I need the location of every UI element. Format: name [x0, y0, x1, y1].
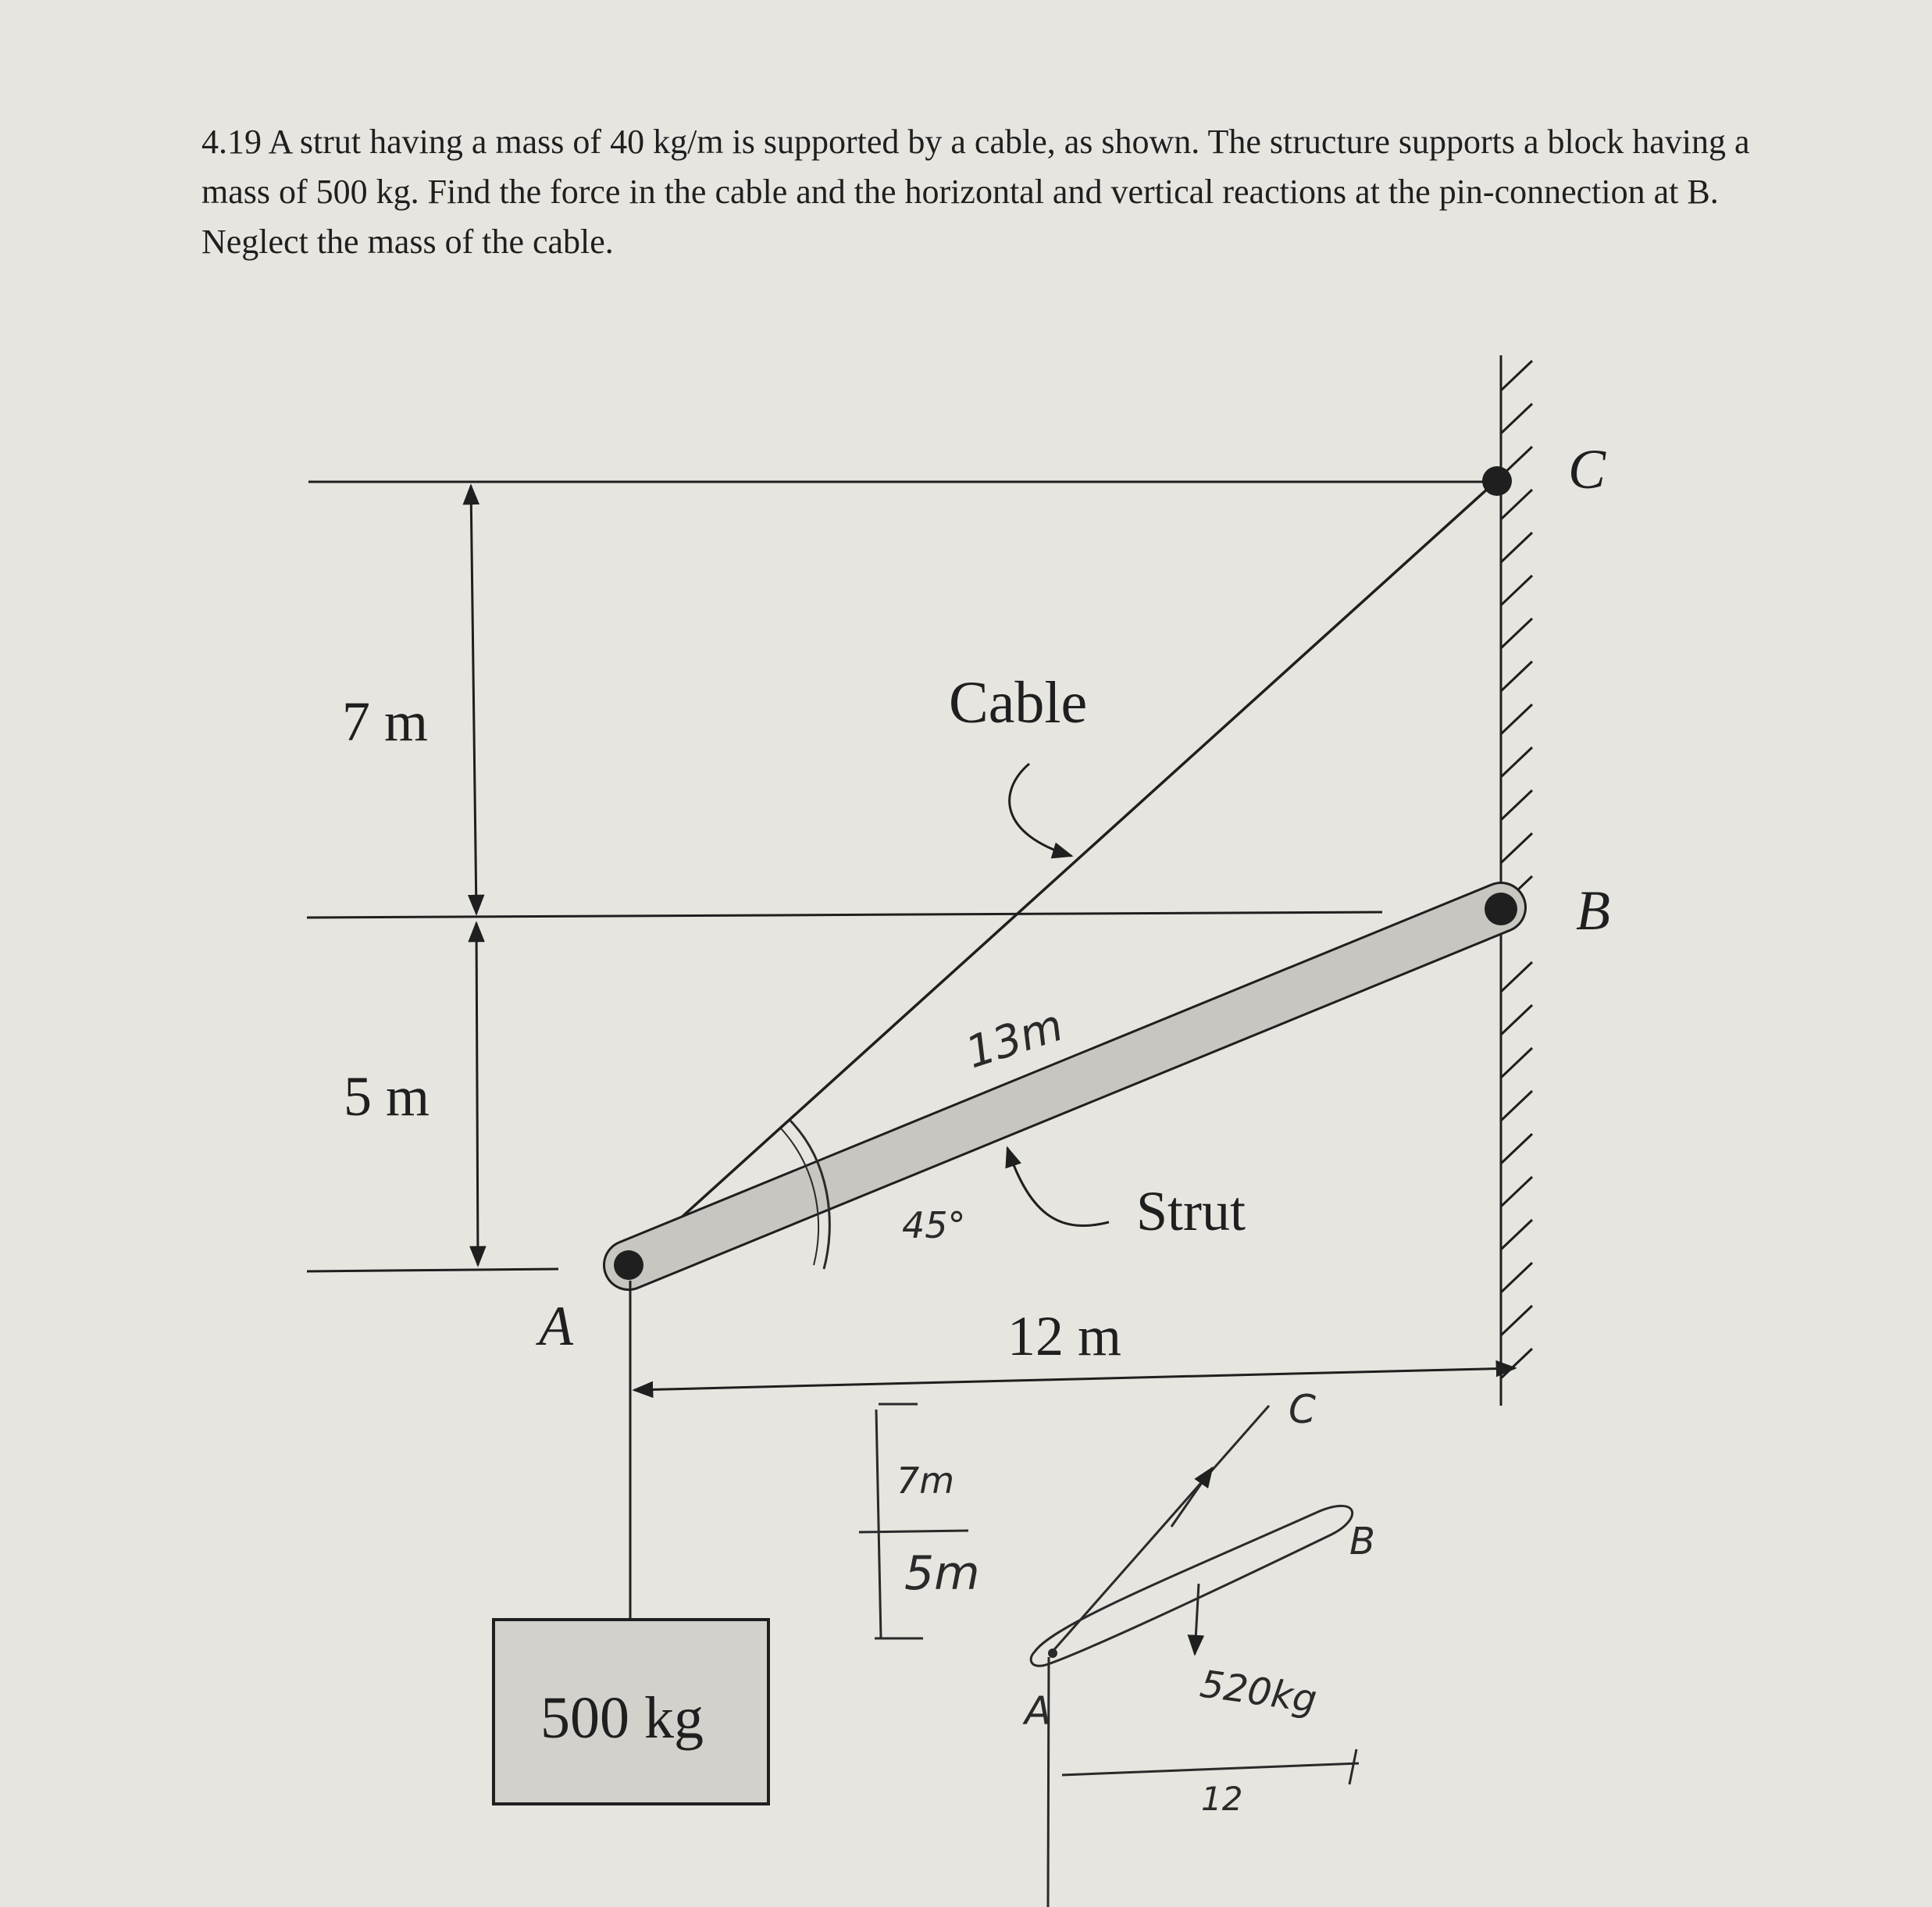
pin-a	[614, 1250, 643, 1280]
dimension-arrow-5m	[468, 921, 487, 1267]
hand-bracket	[858, 1403, 969, 1640]
angle-arc	[789, 1119, 831, 1270]
label-point-c: C	[1568, 438, 1606, 501]
cable-leader	[1008, 762, 1074, 859]
fbd-length-tick	[1348, 1748, 1358, 1785]
reference-line-bottom	[306, 1267, 559, 1273]
reference-line-middle	[306, 911, 1383, 919]
hand-dim-5m: 5m	[904, 1546, 980, 1601]
fbd-tension-arrow	[1170, 1466, 1214, 1527]
dimension-arrow-12m	[632, 1360, 1517, 1399]
angle-arc-2	[780, 1128, 820, 1266]
block-500kg	[492, 1618, 770, 1805]
hand-fbd-b: B	[1349, 1520, 1375, 1563]
pin-c	[1482, 466, 1512, 496]
cable	[627, 479, 1499, 1267]
hand-fbd-weight: 520kg	[1197, 1662, 1319, 1721]
problem-statement: 4.19 A strut having a mass of 40 kg/m is…	[201, 123, 1750, 261]
hand-angle: 45°	[902, 1204, 966, 1246]
fbd-cable-line	[1049, 1405, 1271, 1655]
strut-leader	[1005, 1146, 1110, 1228]
dimension-arrow-7m	[462, 483, 485, 916]
label-12m: 12 m	[1007, 1305, 1121, 1367]
label-7m: 7 m	[342, 690, 428, 753]
strut	[603, 882, 1527, 1291]
label-block-mass: 500 kg	[540, 1685, 704, 1751]
label-5m: 5 m	[344, 1065, 430, 1128]
hand-dim-7m: 7m	[896, 1460, 954, 1502]
wall	[1499, 355, 1534, 1406]
hand-fbd-length: 12	[1201, 1780, 1242, 1818]
pin-b	[1485, 893, 1517, 925]
fbd-pin-a	[1048, 1649, 1057, 1658]
hand-fbd-a: A	[1022, 1688, 1051, 1734]
fbd-vertical-line	[1046, 1656, 1050, 1907]
handwritten-annotations: 13m 45° 7m 5m C B A 520kg 12	[780, 1000, 1375, 1907]
label-point-b: B	[1576, 879, 1610, 942]
fbd-weight-arrow	[1187, 1583, 1205, 1656]
label-cable: Cable	[949, 670, 1087, 736]
fbd-length-line	[1061, 1762, 1360, 1777]
label-strut: Strut	[1136, 1180, 1246, 1242]
fbd-strut-outline	[1029, 1504, 1354, 1667]
label-point-a: A	[536, 1295, 574, 1357]
hand-fbd-c: C	[1289, 1387, 1316, 1432]
